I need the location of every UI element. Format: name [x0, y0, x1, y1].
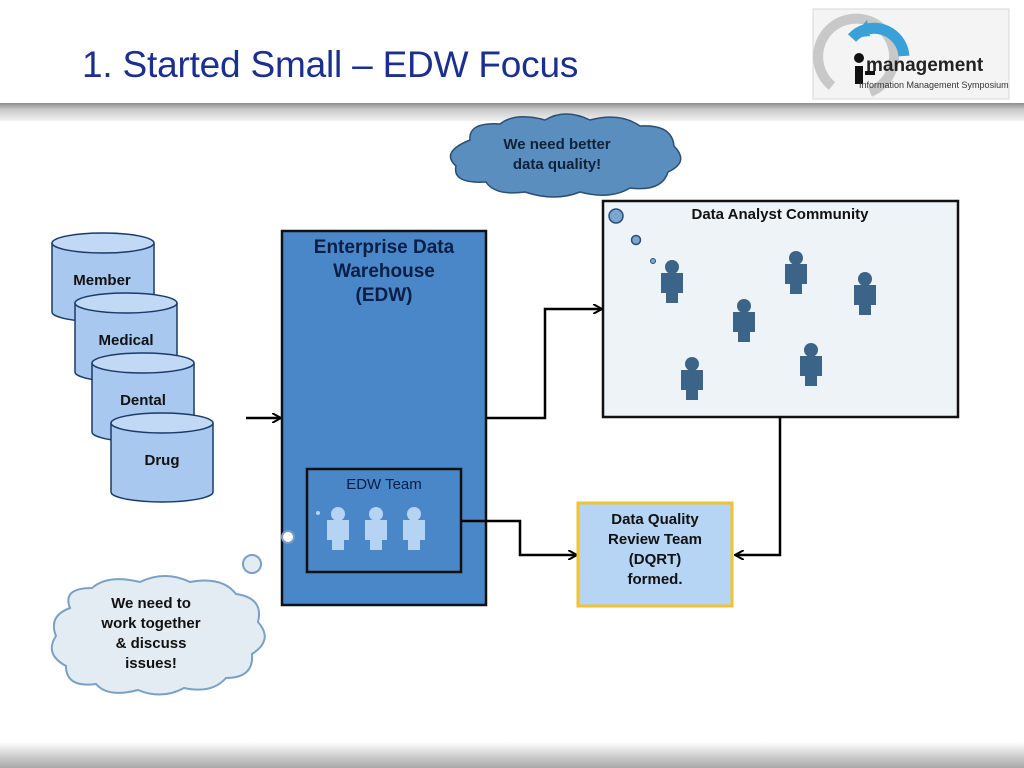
edw-title-line-2: Warehouse: [333, 261, 435, 282]
arrow-team-to-dqrt: [461, 519, 576, 555]
database-label-drug: Drug: [144, 452, 180, 469]
edw-team-members: [327, 507, 425, 550]
dqrt-label: Data Quality Review Team (DQRT) formed.: [580, 510, 730, 590]
thought-cloud-bottom-text: We need to work together & discuss issue…: [72, 594, 230, 674]
database-label-dental: Dental: [120, 392, 166, 409]
cloud-top-line-2: data quality!: [512, 156, 602, 173]
cloud-top-line-1: We need better: [503, 136, 611, 153]
arrow-edw-to-community: [486, 309, 601, 420]
data-analyst-community-title: Data Analyst Community: [691, 206, 869, 223]
thought-cloud-bottom: [50, 554, 266, 696]
arrow-community-to-dqrt: [736, 417, 782, 555]
logo-brand-text: management: [866, 55, 984, 76]
cloud-bottom-line-3: & discuss: [115, 635, 187, 652]
edw-team-label: EDW Team: [346, 476, 422, 493]
logo-subtitle: Information Management Symposium: [859, 80, 1009, 90]
header-divider: [0, 103, 1024, 121]
thought-cloud-top-text: We need better data quality!: [468, 135, 646, 175]
cloud-bottom-line-1: We need to: [111, 595, 191, 612]
i-management-logo-icon: [812, 8, 1010, 100]
footer-bar: [0, 742, 1024, 768]
dqrt-line-2: Review Team: [608, 531, 702, 548]
slide-title: 1. Started Small – EDW Focus: [82, 44, 579, 85]
edw-title-line-1: Enterprise Data: [313, 237, 455, 258]
database-label-medical: Medical: [98, 332, 154, 349]
dqrt-line-4: formed.: [627, 571, 683, 588]
data-analyst-community-box: [601, 199, 960, 419]
dqrt-box: [576, 501, 734, 608]
dqrt-line-3: (DQRT): [628, 551, 682, 568]
edw-title-line-3: (EDW): [355, 285, 413, 306]
thought-cloud-top: [449, 113, 682, 198]
cloud-bottom-line-4: issues!: [125, 655, 177, 672]
cloud-bottom-line-2: work together: [101, 615, 201, 632]
dqrt-line-1: Data Quality: [611, 511, 699, 528]
edw-title: Enterprise Data Warehouse (EDW): [284, 236, 484, 308]
database-label-member: Member: [73, 272, 131, 289]
database-drug: [110, 412, 214, 503]
